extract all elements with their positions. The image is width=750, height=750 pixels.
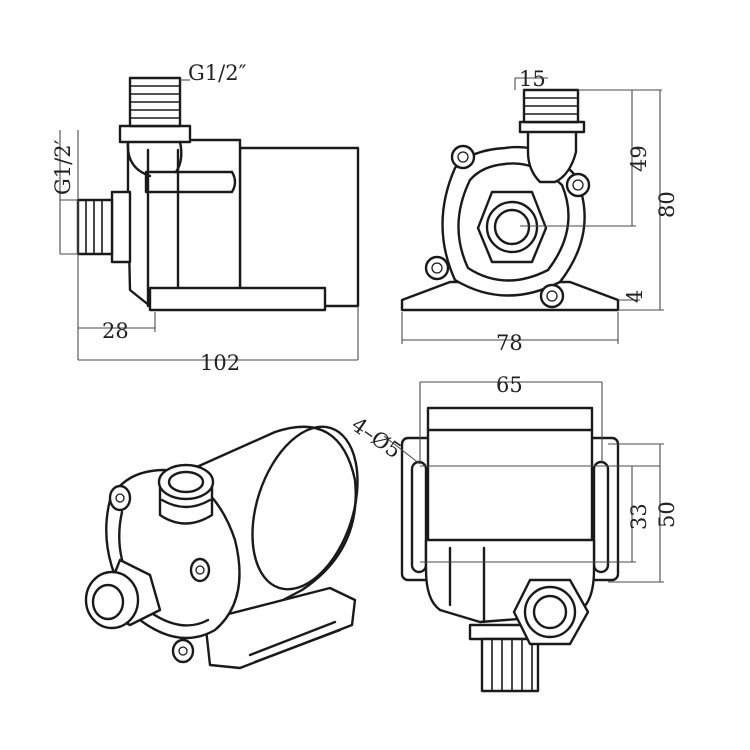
outlet-nut — [118, 124, 192, 144]
pump-head — [126, 138, 242, 308]
slot-left — [410, 460, 428, 574]
motor-body — [238, 146, 360, 308]
side-view — [59, 76, 360, 361]
iso-lug-bottom — [171, 638, 195, 664]
lug-bottom-right — [539, 283, 565, 309]
label-dim-28: 28 — [102, 319, 129, 343]
label-inlet-thread: G1/2′ — [51, 139, 75, 195]
lug-bottom-left — [424, 255, 450, 281]
label-dim-80: 80 — [655, 191, 679, 218]
front-view — [400, 77, 664, 344]
bottom-motor-block — [426, 406, 594, 550]
iso-lug-right — [189, 557, 211, 583]
label-mount-holes: 4–Ø5 — [347, 412, 405, 463]
inlet-nut — [110, 190, 132, 264]
label-dim-15: 15 — [519, 67, 546, 91]
label-outlet-thread: G1/2″ — [188, 61, 247, 85]
outlet-spout — [526, 126, 578, 184]
bottom-view — [383, 381, 664, 693]
bottom-outlet-thread — [480, 637, 540, 693]
label-dim-78: 78 — [496, 331, 523, 355]
iso-mount-bracket — [203, 586, 357, 670]
inlet-thread — [76, 198, 114, 256]
label-dim-33: 33 — [627, 503, 651, 530]
slot-right — [592, 460, 610, 574]
label-dim-102: 102 — [200, 351, 240, 375]
label-dim-4: 4 — [623, 290, 647, 303]
label-dim-65: 65 — [496, 373, 523, 397]
lug-top-left — [450, 144, 476, 170]
outlet-nut-front — [518, 120, 586, 134]
lug-right — [565, 172, 591, 198]
isometric-view — [84, 425, 359, 670]
label-dim-49: 49 — [627, 145, 651, 172]
clamp-band — [144, 170, 237, 194]
label-dim-50: 50 — [655, 501, 679, 528]
iso-lug-top — [108, 484, 132, 512]
side-base-plate — [148, 286, 327, 312]
